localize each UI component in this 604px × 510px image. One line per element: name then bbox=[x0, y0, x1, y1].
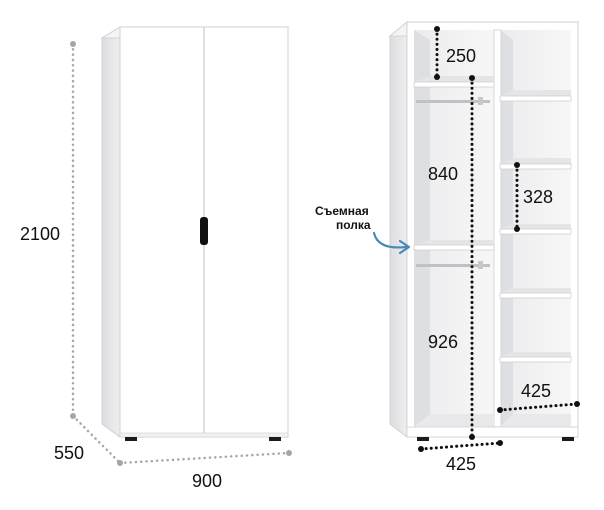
height-dimension-dot-top bbox=[70, 41, 76, 47]
central-divider bbox=[493, 29, 502, 428]
right-dimensions: 250 840 926 328 425 425 bbox=[418, 26, 580, 474]
left-section-inner-side bbox=[414, 30, 430, 427]
removable-shelf-label-line1: Съемная bbox=[315, 204, 369, 218]
left-dimensions: 2100 550 900 bbox=[20, 41, 292, 491]
wardrobe-side-panel bbox=[101, 26, 121, 438]
wardrobe-foot-right bbox=[269, 437, 281, 441]
width-dimension-line bbox=[118, 451, 291, 465]
open-wardrobe-plinth bbox=[406, 426, 579, 438]
open-wardrobe-foot-right bbox=[562, 437, 574, 441]
right-bottom-shelf bbox=[500, 414, 571, 427]
removable-shelf-arrow-icon bbox=[372, 231, 408, 249]
open-wardrobe bbox=[388, 20, 580, 441]
left-top-shelf-front bbox=[413, 81, 495, 88]
top-compartment-label: 250 bbox=[446, 46, 476, 66]
lower-hanging-label: 926 bbox=[428, 332, 458, 352]
shelf-gap-label: 328 bbox=[523, 187, 553, 207]
wardrobe-plinth bbox=[119, 432, 289, 438]
right-shelf-1 bbox=[499, 95, 572, 102]
left-section-width-line bbox=[419, 441, 502, 451]
door-handle bbox=[200, 217, 208, 245]
depth-label: 550 bbox=[54, 443, 84, 463]
open-wardrobe-side-panel bbox=[389, 20, 408, 439]
right-shelf-2 bbox=[499, 163, 572, 170]
removable-shelf-arrowhead-icon bbox=[398, 239, 411, 255]
right-shelf-4 bbox=[499, 292, 572, 299]
left-section-width-label: 425 bbox=[446, 454, 476, 474]
closed-wardrobe bbox=[100, 26, 290, 441]
right-shelf-5 bbox=[499, 356, 572, 363]
lower-hanging-rod bbox=[416, 264, 490, 267]
open-wardrobe-foot-left bbox=[417, 437, 429, 441]
upper-rod-bracket bbox=[478, 97, 483, 105]
removable-shelf-front bbox=[413, 244, 495, 251]
upper-hanging-rod bbox=[416, 100, 490, 103]
left-bottom-shelf bbox=[414, 414, 494, 427]
removable-shelf-label-line2: полка bbox=[336, 218, 371, 232]
lower-rod-bracket bbox=[478, 261, 483, 269]
width-label: 900 bbox=[192, 471, 222, 491]
right-section-width-label: 425 bbox=[521, 381, 551, 401]
right-shelf-3 bbox=[499, 228, 572, 235]
wardrobe-foot-left bbox=[125, 437, 137, 441]
height-label: 2100 bbox=[20, 224, 60, 244]
removable-shelf-annotation: Съемная полка bbox=[315, 204, 411, 255]
width-dimension-dot bbox=[286, 450, 292, 456]
depth-dimension-line bbox=[71, 414, 122, 465]
upper-hanging-label: 840 bbox=[428, 164, 458, 184]
removable-shelf-top bbox=[414, 240, 494, 245]
right-section-shelves bbox=[499, 90, 572, 427]
